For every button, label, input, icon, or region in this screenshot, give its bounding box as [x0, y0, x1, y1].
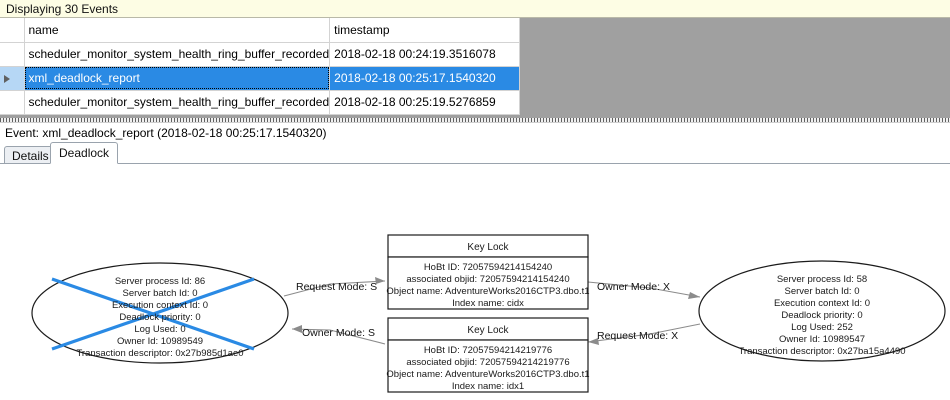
survivor-process-ellipse[interactable] [698, 260, 946, 362]
keylock-top-line-0: HoBt ID: 72057594214154240 [424, 262, 552, 273]
column-header-name[interactable]: name [24, 18, 331, 43]
edge-right-request-label: Request Mode: X [597, 330, 678, 342]
keylock-bottom-line-1: associated objid: 72057594214219776 [406, 357, 569, 368]
deadlock-graph-canvas[interactable]: Request Mode: S Owner Mode: S Owner Mode… [0, 164, 950, 400]
column-header-selector[interactable] [0, 18, 25, 43]
survivor-line-3: Deadlock priority: 0 [781, 310, 862, 321]
deadlock-process-node-survivor[interactable]: Server process Id: 58 Server batch Id: 0… [698, 260, 946, 362]
keylock-top-line-2: Object name: AdventureWorks2016CTP3.dbo.… [386, 286, 589, 297]
keylock-bottom-title: Key Lock [467, 325, 509, 336]
edge-right-owner-label: Owner Mode: X [597, 281, 670, 293]
keylock-top-title: Key Lock [467, 242, 509, 253]
victim-line-3: Deadlock priority: 0 [119, 312, 200, 323]
cell-timestamp[interactable]: 2018-02-18 00:25:19.5276859 [329, 90, 521, 115]
survivor-line-2: Execution context Id: 0 [774, 298, 870, 309]
edge-right-owner-arrowhead-icon [688, 292, 700, 299]
survivor-line-1: Server batch Id: 0 [785, 286, 860, 297]
edge-left-owner-line [291, 328, 386, 345]
row-selector-arrow-icon [4, 74, 10, 83]
edge-left-owner[interactable]: Owner Mode: S [291, 325, 386, 345]
deadlock-resource-node-top[interactable]: Key Lock HoBt ID: 72057594214154240 asso… [386, 234, 590, 310]
keylock-bottom-body-box[interactable] [387, 339, 589, 393]
edge-right-request-line [587, 323, 701, 343]
victim-cross-icon [51, 277, 255, 351]
edge-left-request[interactable]: Request Mode: S [283, 277, 386, 297]
edge-left-owner-arrowhead-icon [292, 325, 302, 333]
keylock-top-line-3: Index name: cidx [452, 298, 524, 309]
events-table: name timestamp scheduler_monitor_system_… [0, 18, 521, 115]
event-detail-header: Event: xml_deadlock_report (2018-02-18 0… [0, 123, 950, 142]
cell-timestamp[interactable]: 2018-02-18 00:24:19.3516078 [329, 42, 521, 67]
tab-deadlock-label: Deadlock [59, 146, 110, 160]
deadlock-process-node-victim[interactable]: Server process Id: 86 Server batch Id: 0… [31, 262, 289, 364]
keylock-top-body-box[interactable] [387, 256, 589, 310]
cell-name[interactable]: scheduler_monitor_system_health_ring_buf… [24, 42, 331, 67]
row-selector-cell[interactable] [0, 42, 25, 67]
edge-left-request-label: Request Mode: S [296, 281, 377, 293]
victim-line-1: Server batch Id: 0 [123, 288, 198, 299]
keylock-top-line-1: associated objid: 72057594214154240 [406, 274, 569, 285]
survivor-line-0: Server process Id: 58 [777, 274, 867, 285]
edge-right-owner[interactable]: Owner Mode: X [587, 281, 701, 299]
events-count-label: Displaying 30 Events [6, 1, 119, 16]
row-selector-cell[interactable] [0, 90, 25, 115]
events-grid[interactable]: name timestamp scheduler_monitor_system_… [0, 18, 950, 118]
keylock-bottom-line-0: HoBt ID: 72057594214219776 [424, 345, 552, 356]
tab-details[interactable]: Details [4, 146, 57, 164]
cell-timestamp[interactable]: 2018-02-18 00:25:17.1540320 [329, 66, 521, 91]
victim-line-0: Server process Id: 86 [115, 276, 205, 287]
survivor-line-5: Owner Id: 10989547 [779, 334, 865, 345]
victim-line-6: Transaction descriptor: 0x27b985d1ae0 [76, 348, 243, 359]
events-count-banner: Displaying 30 Events [0, 0, 950, 18]
deadlock-graph-panel[interactable]: Request Mode: S Owner Mode: S Owner Mode… [0, 163, 950, 400]
survivor-line-4: Log Used: 252 [791, 322, 853, 333]
keylock-bottom-line-2: Object name: AdventureWorks2016CTP3.dbo.… [386, 369, 589, 380]
table-row[interactable]: scheduler_monitor_system_health_ring_buf… [0, 42, 521, 67]
event-detail-title: Event: xml_deadlock_report (2018-02-18 0… [5, 125, 327, 140]
survivor-line-6: Transaction descriptor: 0x27ba15a4490 [738, 346, 905, 357]
cell-name[interactable]: xml_deadlock_report [24, 66, 331, 91]
edge-left-request-arrowhead-icon [375, 277, 385, 284]
edge-group: Request Mode: S Owner Mode: S Owner Mode… [283, 277, 701, 345]
edge-right-request[interactable]: Request Mode: X [587, 323, 701, 345]
table-row-selected[interactable]: xml_deadlock_report 2018-02-18 00:25:17.… [0, 66, 521, 91]
horizontal-splitter[interactable] [0, 118, 950, 123]
edge-left-owner-label: Owner Mode: S [302, 327, 375, 339]
victim-line-4: Log Used: 0 [134, 324, 185, 335]
edge-right-owner-line [587, 281, 701, 298]
row-selector-cell[interactable] [0, 66, 25, 91]
victim-line-2: Execution context Id: 0 [112, 300, 208, 311]
column-header-timestamp[interactable]: timestamp [329, 18, 521, 43]
edge-right-request-arrowhead-icon [588, 338, 599, 345]
detail-tabstrip: Details Deadlock [0, 142, 950, 164]
cell-name[interactable]: scheduler_monitor_system_health_ring_buf… [24, 90, 331, 115]
tab-details-label: Details [12, 148, 49, 163]
deadlock-resource-node-bottom[interactable]: Key Lock HoBt ID: 72057594214219776 asso… [386, 317, 590, 393]
victim-line-5: Owner Id: 10989549 [117, 336, 203, 347]
tab-deadlock[interactable]: Deadlock [50, 142, 119, 164]
table-row[interactable]: scheduler_monitor_system_health_ring_buf… [0, 90, 521, 115]
keylock-bottom-line-3: Index name: idx1 [452, 381, 524, 392]
edge-left-request-line [283, 280, 386, 297]
table-header-row: name timestamp [0, 18, 521, 43]
